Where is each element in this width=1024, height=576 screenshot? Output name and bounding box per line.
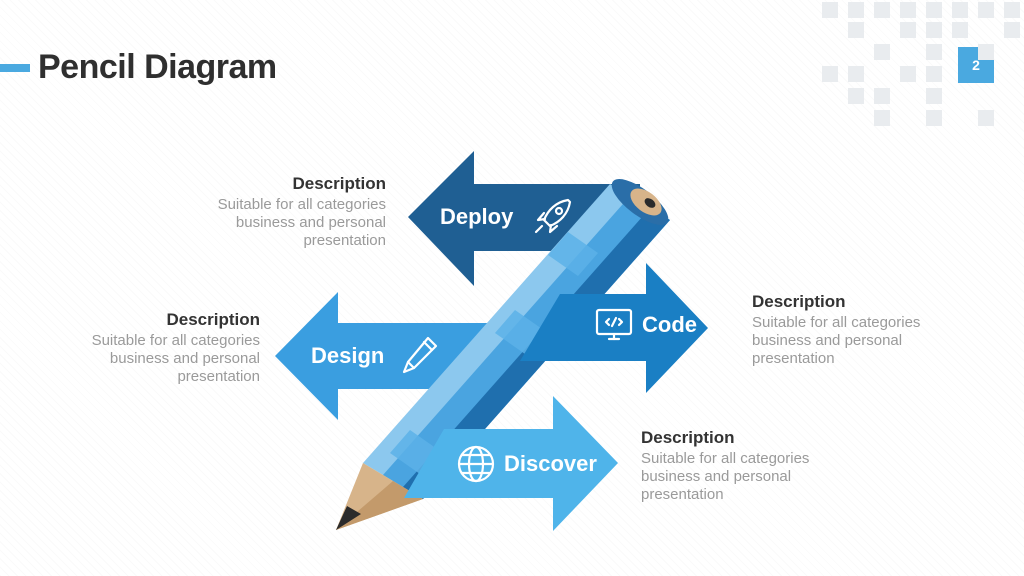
code-description: Description Suitable for all categories … [752, 292, 972, 368]
deploy-description-text: Suitable for all categories business and… [217, 196, 386, 249]
design-label: Design [311, 343, 384, 368]
deploy-arrow [408, 151, 640, 286]
discover-description: Description Suitable for all categories … [641, 428, 861, 504]
discover-description-text: Suitable for all categories business and… [641, 450, 810, 503]
rocket-icon [534, 198, 572, 234]
deploy-description: Description Suitable for all categories … [166, 174, 386, 250]
code-description-heading: Description [752, 292, 846, 311]
discover-arrow [404, 396, 618, 531]
code-description-text: Suitable for all categories business and… [752, 314, 921, 367]
deploy-label: Deploy [440, 204, 514, 229]
decorative-squares [820, 0, 1024, 150]
monitor-code-icon [595, 308, 633, 341]
deploy-description-heading: Description [292, 174, 386, 193]
code-arrow [520, 263, 708, 393]
design-description-text: Suitable for all categories business and… [91, 332, 260, 385]
globe-icon [457, 445, 495, 483]
page-title: Pencil Diagram [38, 48, 277, 86]
discover-description-heading: Description [641, 428, 735, 447]
discover-label: Discover [504, 451, 597, 476]
design-description: Description Suitable for all categories … [40, 310, 260, 386]
pencil-icon [402, 336, 438, 374]
code-label: Code [642, 312, 697, 337]
title-accent-bar [0, 64, 30, 72]
design-description-heading: Description [166, 310, 260, 329]
